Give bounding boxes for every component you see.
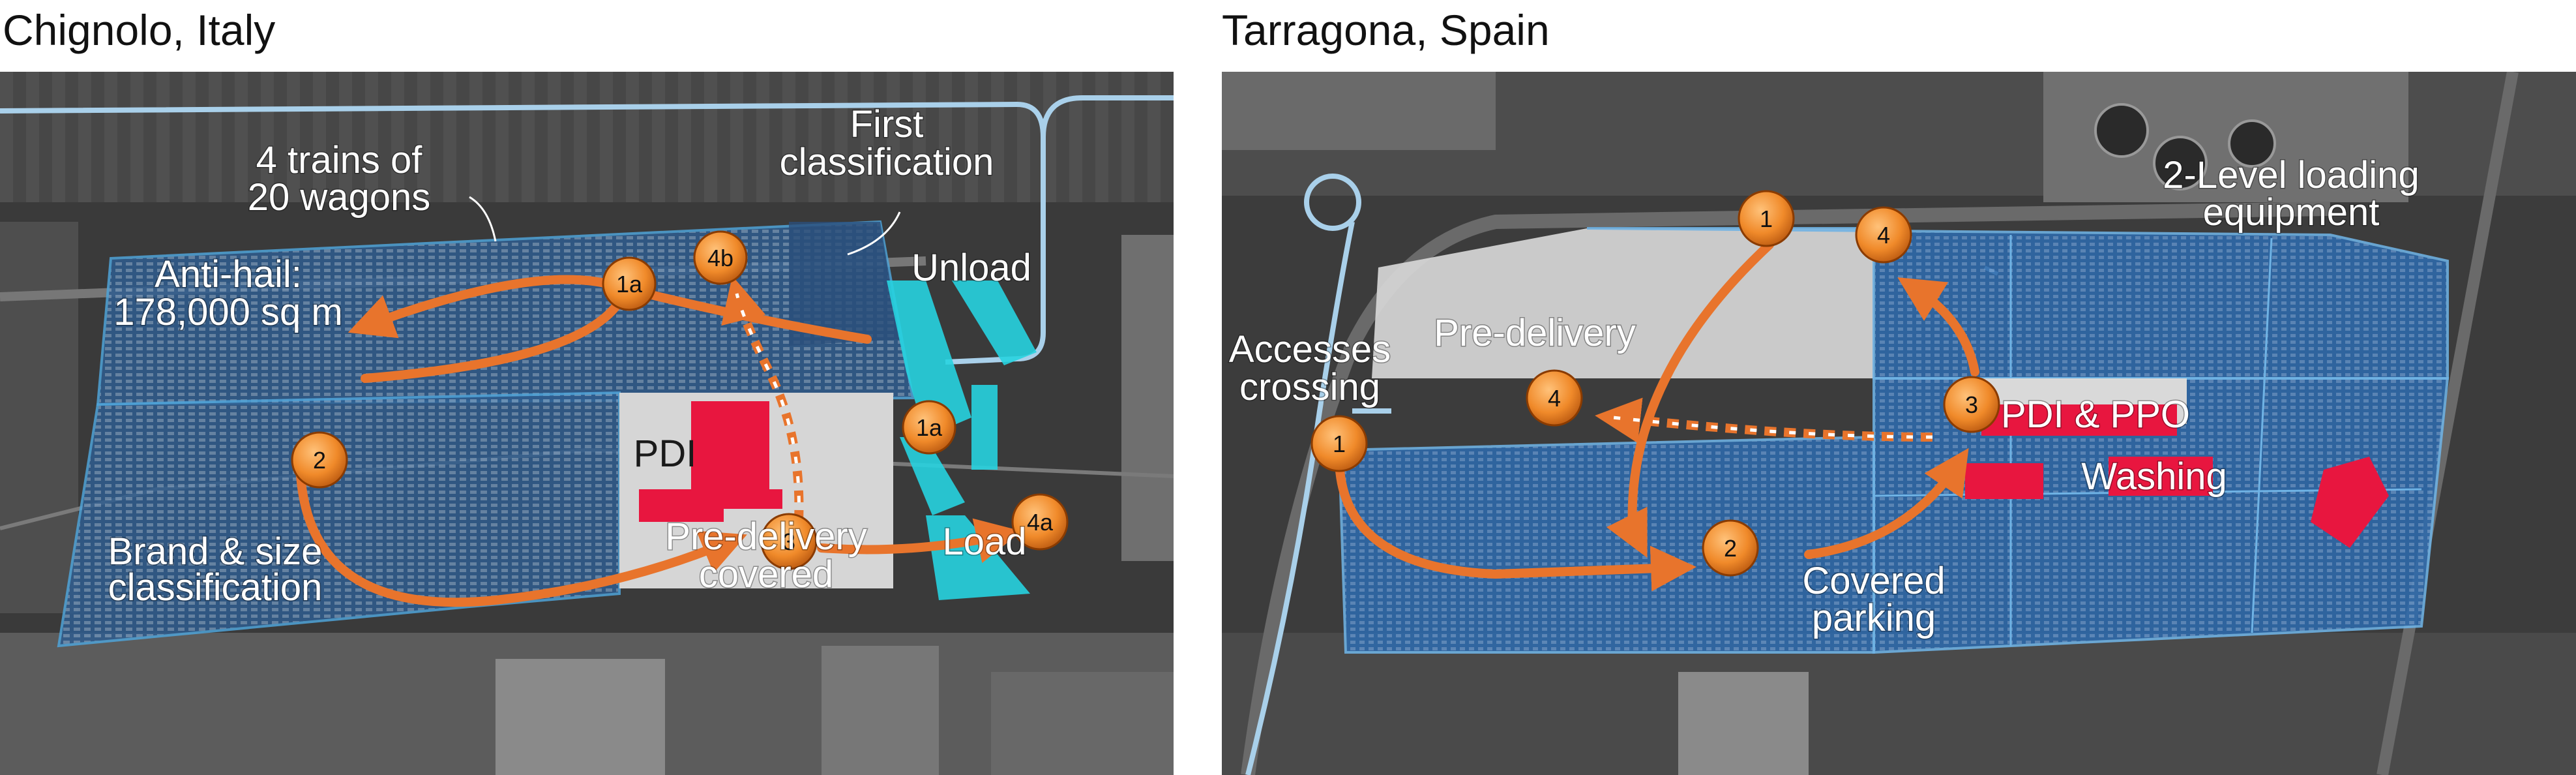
antihail-label-line1: Anti-hail: [155, 253, 302, 296]
washing-building [2109, 457, 2213, 496]
trains-label-line2: 20 wagons [248, 176, 431, 219]
parking-south-west [1337, 435, 1875, 654]
right-map-canvas: 1 4 1 4 2 3 2-Level loading equipment Ac… [1222, 72, 2576, 775]
left-map-title: Chignolo, Italy [3, 6, 276, 54]
water-treatment-tank [2094, 103, 2149, 158]
badge-1a: 1a [902, 400, 956, 455]
badge-4-top: 4 [1855, 206, 1912, 264]
flow-1top-to-2 [1606, 240, 1774, 558]
flow-1-to-2 [1335, 452, 1696, 592]
badge-2: 2 [1702, 519, 1759, 577]
pdi-building [639, 401, 782, 522]
predelivery-label-line1: Pre-delivery [665, 515, 866, 558]
first-class-label-line1: First [850, 103, 924, 145]
flow-2-to-3 [295, 452, 747, 607]
pdi-label: PDI [634, 433, 697, 475]
trains-label-line1: 4 trains of [256, 139, 423, 181]
right-map: 1 4 1 4 2 3 2-Level loading equipment Ac… [1222, 72, 2576, 775]
flow-3-to-4a [817, 518, 1022, 564]
badge-3: 3 [760, 513, 818, 570]
svg-text:4: 4 [1877, 222, 1890, 249]
flow-2-to-3 [1804, 448, 1969, 559]
right-map-title: Tarragona, Spain [1222, 6, 1550, 54]
red-building-east [2311, 457, 2389, 548]
svg-text:3: 3 [1965, 391, 1978, 418]
unload-label: Unload [911, 247, 1031, 289]
perimeter-road [1241, 202, 2331, 775]
predelivery-label-line2: covered [699, 553, 833, 596]
svg-text:1: 1 [1333, 431, 1346, 457]
badge-1-top: 1 [1738, 190, 1795, 247]
brand-label-line1: Brand & size [108, 530, 323, 573]
industrial-buildings [1678, 672, 1809, 775]
badge-4: 4 [1526, 369, 1583, 427]
badge-4b: 4b [693, 230, 748, 285]
loading-label-line2: equipment [2203, 191, 2380, 234]
flow-3-to-4top [1897, 277, 1979, 376]
svg-text:3: 3 [782, 528, 795, 555]
loading-label-line1: 2-Level loading [2163, 154, 2419, 196]
antihail-label-line2: 178,000 sq m [113, 291, 342, 333]
brand-size-area [57, 391, 621, 648]
svg-text:1a: 1a [616, 271, 643, 297]
badge-2: 2 [291, 431, 348, 489]
svg-text:2: 2 [1724, 535, 1737, 562]
first-class-pointer [847, 211, 901, 256]
washing-building-left [1965, 463, 2043, 499]
first-classification-area [789, 222, 900, 346]
left-map: 1a 4b 1a 2 3 4a 4 trains of 20 wagons Fi… [0, 72, 1174, 775]
roundabout [1304, 174, 1361, 231]
svg-text:4a: 4a [1027, 509, 1054, 536]
badge-3: 3 [1943, 376, 2000, 433]
svg-text:4b: 4b [707, 245, 733, 271]
svg-text:1: 1 [1760, 205, 1773, 232]
covered-label-line1: Covered [1802, 560, 1945, 602]
load-label: Load [942, 521, 1026, 563]
unload-zone [887, 281, 971, 437]
accesses-label-line2: crossing [1239, 366, 1380, 408]
svg-text:1a: 1a [916, 414, 943, 441]
svg-text:4: 4 [1548, 385, 1561, 412]
badge-4a: 4a [1011, 493, 1069, 551]
pdi-ppo-building [1981, 404, 2177, 436]
washing-label: Washing [2081, 455, 2227, 498]
predelivery-label: Pre-delivery [1434, 312, 1635, 354]
field-patch [1121, 235, 1174, 561]
brand-label-line2: classification [108, 566, 323, 609]
accesses-label-line1: Accesses [1229, 328, 1391, 371]
covered-label-line2: parking [1812, 597, 1936, 639]
pdi-ppo-label: PDI & PPO [2001, 393, 2190, 436]
trains-pointer [469, 196, 497, 242]
first-class-label-line2: classification [780, 141, 994, 183]
badge-1b: 1a [602, 256, 657, 311]
badge-1: 1 [1310, 415, 1368, 472]
parking-south-east [1873, 377, 2450, 654]
svg-text:2: 2 [313, 447, 326, 474]
left-map-canvas: 1a 4b 1a 2 3 4a 4 trains of 20 wagons Fi… [0, 72, 1174, 775]
flow-3-to-4 [1595, 397, 1933, 444]
